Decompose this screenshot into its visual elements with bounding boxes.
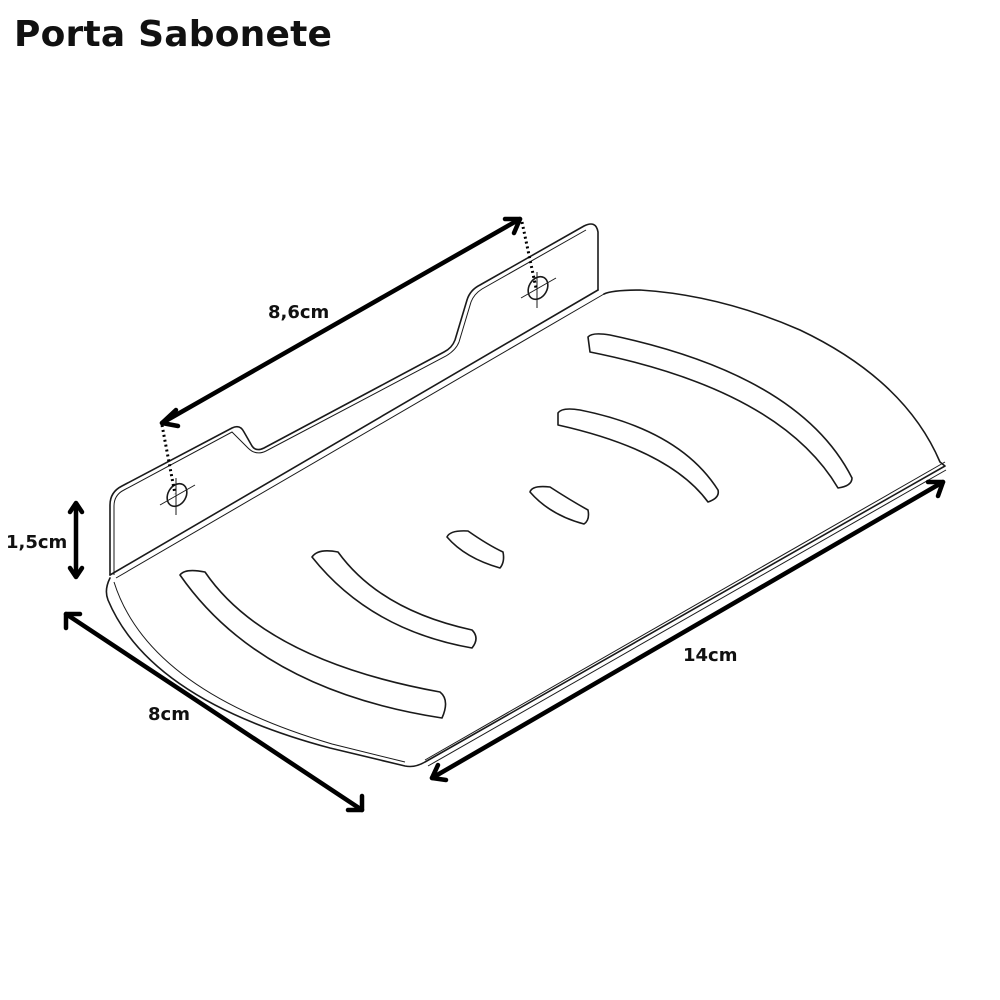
mounting-hole-right [520,272,557,308]
tray [105,289,947,768]
dimension-label-depth: 8cm [148,704,190,725]
dimension-depth [63,611,365,813]
dimension-height [67,500,85,580]
dimension-length [429,479,946,783]
dimension-label-height: 1,5cm [6,532,68,553]
back-plate [109,223,605,579]
drain-slots [179,333,853,719]
mounting-hole-left [159,478,196,515]
dimension-label-length: 14cm [683,645,738,666]
page-title: Porta Sabonete [14,14,333,55]
dimension-label-hole-spacing: 8,6cm [268,302,330,323]
dimension-hole-spacing [159,216,538,495]
